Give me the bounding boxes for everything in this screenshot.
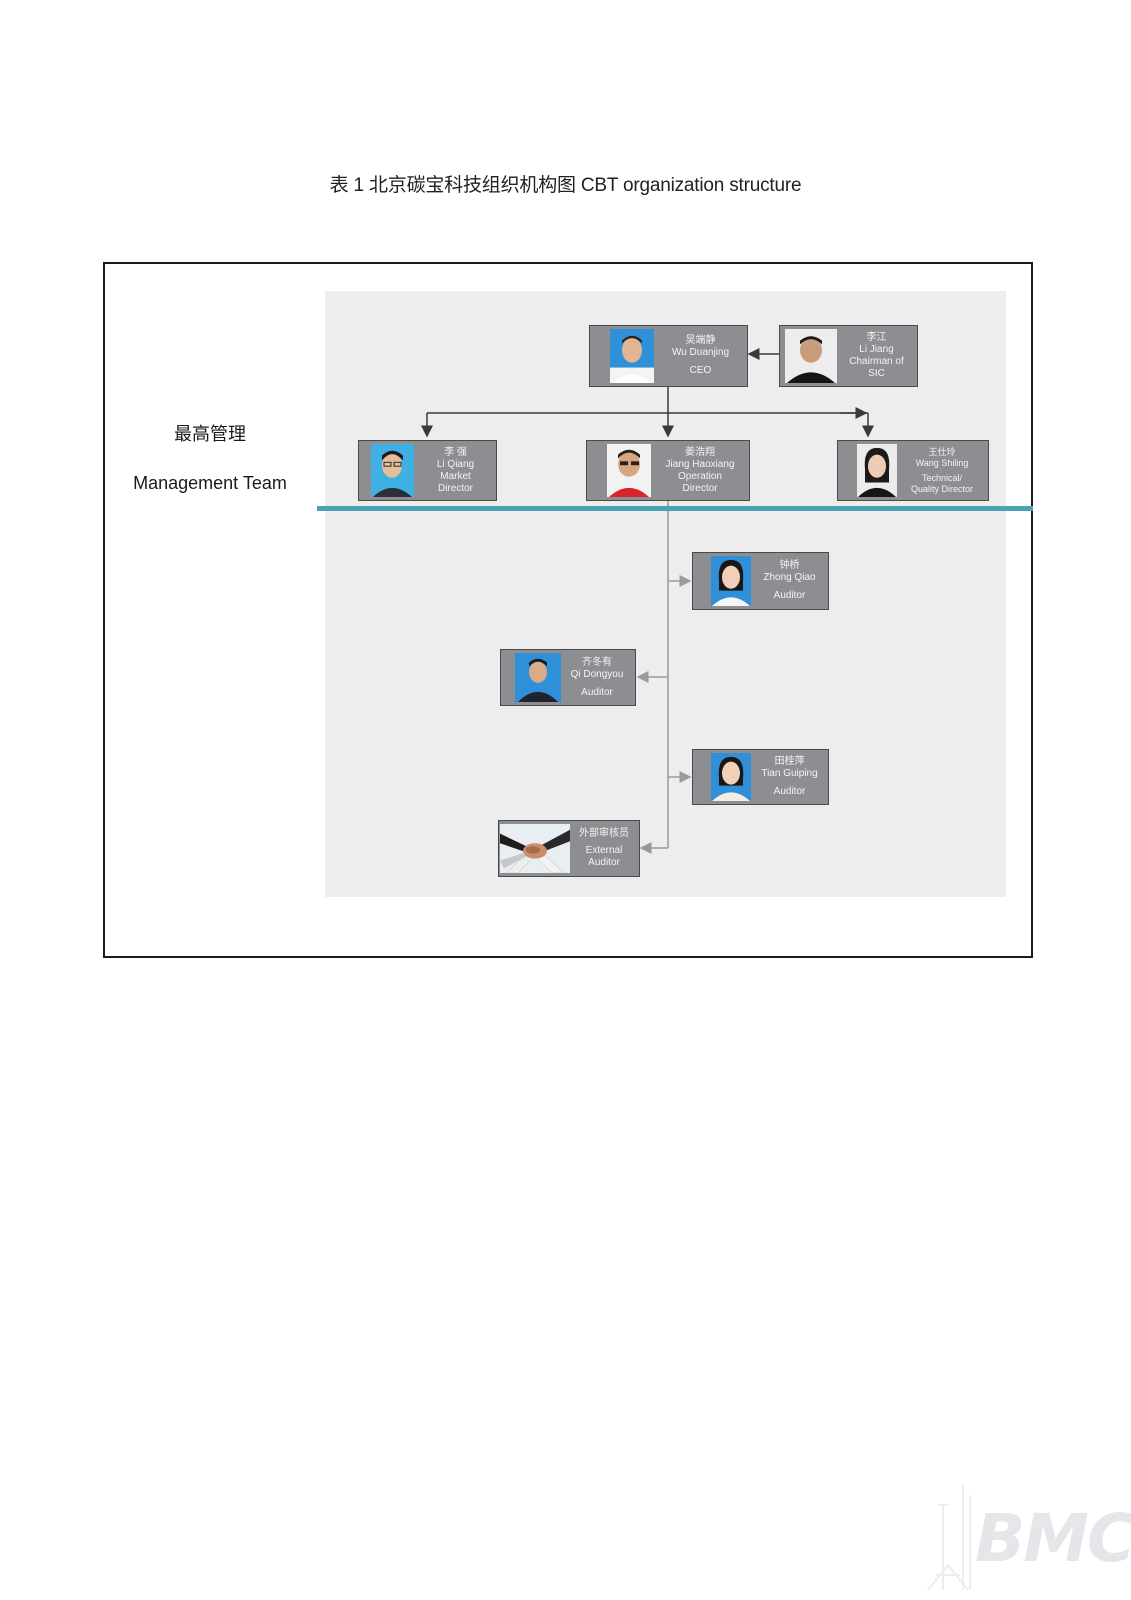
portrait-photo-icon	[607, 444, 651, 497]
qi-title: Auditor	[581, 686, 613, 698]
technical-title-line1: Technical/	[921, 472, 963, 483]
external-title-line2: Auditor	[588, 857, 620, 868]
technical-title-line2: Quality Director	[910, 483, 973, 494]
card-operation-director: 姜浩翔 Jiang Haoxiang Operation Director	[586, 440, 750, 501]
chairman-title-line2: SIC	[868, 368, 885, 379]
operation-title-line1: Operation	[678, 470, 722, 482]
management-label-zh: 最高管理	[174, 424, 246, 444]
operation-name-zh: 姜浩翔	[685, 446, 715, 458]
zhong-name-en: Zhong Qiao	[763, 572, 816, 583]
org-chart-panel	[325, 291, 1006, 897]
tian-name-en: Tian Guiping	[761, 768, 818, 779]
operation-name-en: Jiang Haoxiang	[665, 458, 735, 470]
hands-together-photo-icon	[500, 824, 570, 873]
market-title-line1: Market	[440, 470, 471, 482]
external-name-zh: 外部审核员	[579, 828, 629, 839]
chairman-name-zh: 李江	[866, 332, 887, 343]
bmc-watermark-logo: BMC	[975, 1500, 1131, 1577]
figure-caption: 表 1 北京碳宝科技组织机构图 CBT organization structu…	[329, 175, 802, 196]
management-divider	[317, 506, 1033, 511]
portrait-photo-icon	[371, 444, 414, 497]
card-ceo: 吴端静 Wu Duanjing CEO	[589, 325, 748, 387]
market-name-zh: 李 强	[444, 446, 467, 458]
card-auditor-tian: 田桂萍 Tian Guiping Auditor	[692, 749, 829, 805]
qi-name-zh: 齐冬有	[582, 656, 612, 668]
operation-title-line2: Director	[682, 482, 718, 494]
diagram-frame	[103, 262, 1033, 958]
chairman-title-line1: Chairman of	[849, 356, 904, 367]
portrait-photo-icon	[711, 753, 751, 801]
ceo-title: CEO	[689, 365, 712, 376]
qi-name-en: Qi Dongyou	[570, 668, 624, 680]
card-chairman: 李江 Li Jiang Chairman of SIC	[779, 325, 918, 387]
card-auditor-zhong: 钟桥 Zhong Qiao Auditor	[692, 552, 829, 610]
card-external-auditor: 外部审核员 External Auditor	[498, 820, 640, 877]
card-market-director: 李 强 Li Qiang Market Director	[358, 440, 497, 501]
portrait-photo-icon	[785, 329, 837, 383]
portrait-photo-icon	[711, 556, 751, 606]
tian-name-zh: 田桂萍	[774, 756, 805, 767]
technical-name-en: Wang Shiling	[915, 457, 969, 468]
portrait-photo-icon	[857, 444, 897, 497]
management-label-en: Management Team	[133, 473, 287, 493]
zhong-title: Auditor	[773, 590, 806, 601]
bmc-watermark-logo	[927, 1485, 971, 1591]
market-title-line2: Director	[437, 482, 473, 494]
card-technical-director: 王仕玲 Wang Shiling Technical/ Quality Dire…	[837, 440, 989, 501]
market-name-en: Li Qiang	[436, 458, 475, 470]
ceo-name-en: Wu Duanjing	[671, 347, 730, 358]
portrait-photo-icon	[515, 653, 561, 702]
card-auditor-qi: 齐冬有 Qi Dongyou Auditor	[500, 649, 636, 706]
external-title-line1: External	[585, 845, 623, 856]
portrait-photo-icon	[610, 329, 654, 383]
chairman-name-en: Li Jiang	[859, 344, 894, 355]
technical-name-zh: 王仕玲	[928, 446, 956, 457]
zhong-name-zh: 钟桥	[779, 560, 800, 571]
ceo-name-zh: 吴端静	[685, 335, 716, 346]
tian-title: Auditor	[773, 786, 806, 797]
